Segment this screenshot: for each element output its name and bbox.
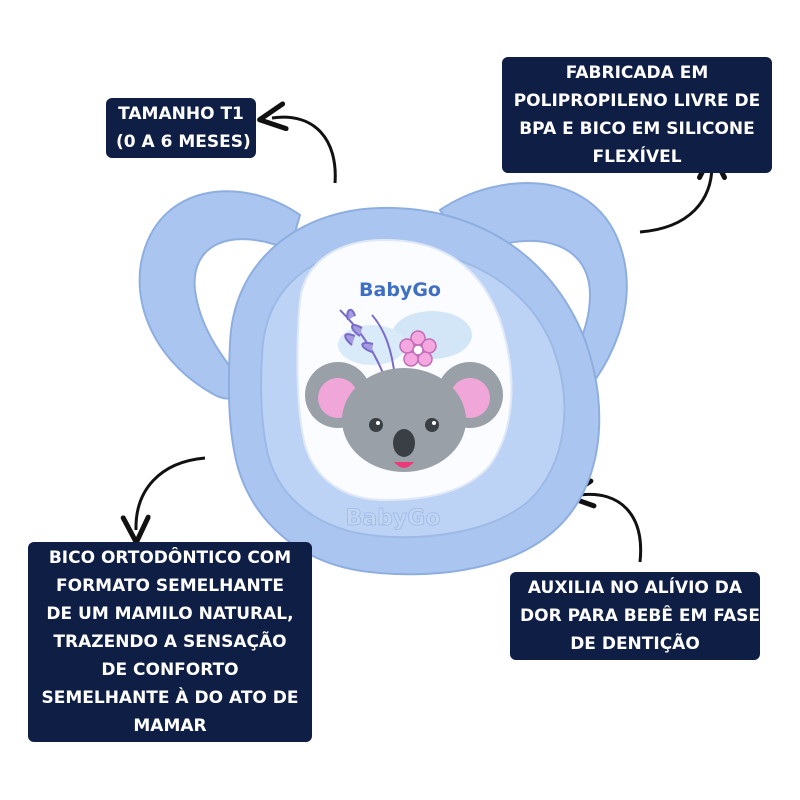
svg-text:BabyGo: BabyGo <box>346 506 441 531</box>
label-line: FABRICADA EM <box>565 63 709 83</box>
label-line: POLIPROPILENO LIVRE DE <box>513 91 761 111</box>
label-line: MAMAR <box>133 716 207 736</box>
label-line: FORMATO SEMELHANTE <box>56 576 284 596</box>
flower-icon <box>399 330 437 367</box>
label-line: DOR PARA BEBÊ EM FASE <box>520 606 760 626</box>
label-line: FLEXÍVEL <box>592 147 682 167</box>
label-line: DE DENTIÇÃO <box>570 634 700 654</box>
koala-icon <box>305 362 503 472</box>
label-tamanho: TAMANHO T1 (0 A 6 MESES) <box>106 98 256 158</box>
label-line: (0 A 6 MESES) <box>116 132 251 152</box>
embossed-brand: BabyGo <box>345 506 441 532</box>
label-bico: BICO ORTODÔNTICO COM FORMATO SEMELHANTE … <box>28 542 312 742</box>
arrow-bico <box>120 456 206 545</box>
label-line: BICO ORTODÔNTICO COM <box>48 548 292 568</box>
left-handle <box>138 190 302 400</box>
arrow-fabricada <box>639 150 727 234</box>
label-line: TRAZENDO A SENSAÇÃO <box>53 632 287 652</box>
label-line: TAMANHO T1 <box>118 104 244 124</box>
brand-logo: BabyGo <box>359 279 441 301</box>
arrow-auxilia <box>565 478 643 563</box>
label-line: SEMELHANTE À DO ATO DE <box>41 688 299 708</box>
label-line: DE CONFORTO <box>101 660 239 680</box>
svg-text:BabyGo: BabyGo <box>359 279 441 301</box>
label-auxilia: AUXILIA NO ALÍVIO DA DOR PARA BEBÊ EM FA… <box>510 572 760 660</box>
label-line: BPA E BICO EM SILICONE <box>519 119 755 139</box>
label-fabricada: FABRICADA EM POLIPROPILENO LIVRE DE BPA … <box>502 57 772 173</box>
arrow-tamanho <box>257 101 337 184</box>
pacifier-image: BabyGo BabyGo <box>138 181 628 576</box>
label-line: AUXILIA NO ALÍVIO DA <box>527 578 743 598</box>
label-line: DE UM MAMILO NATURAL, <box>46 604 294 624</box>
